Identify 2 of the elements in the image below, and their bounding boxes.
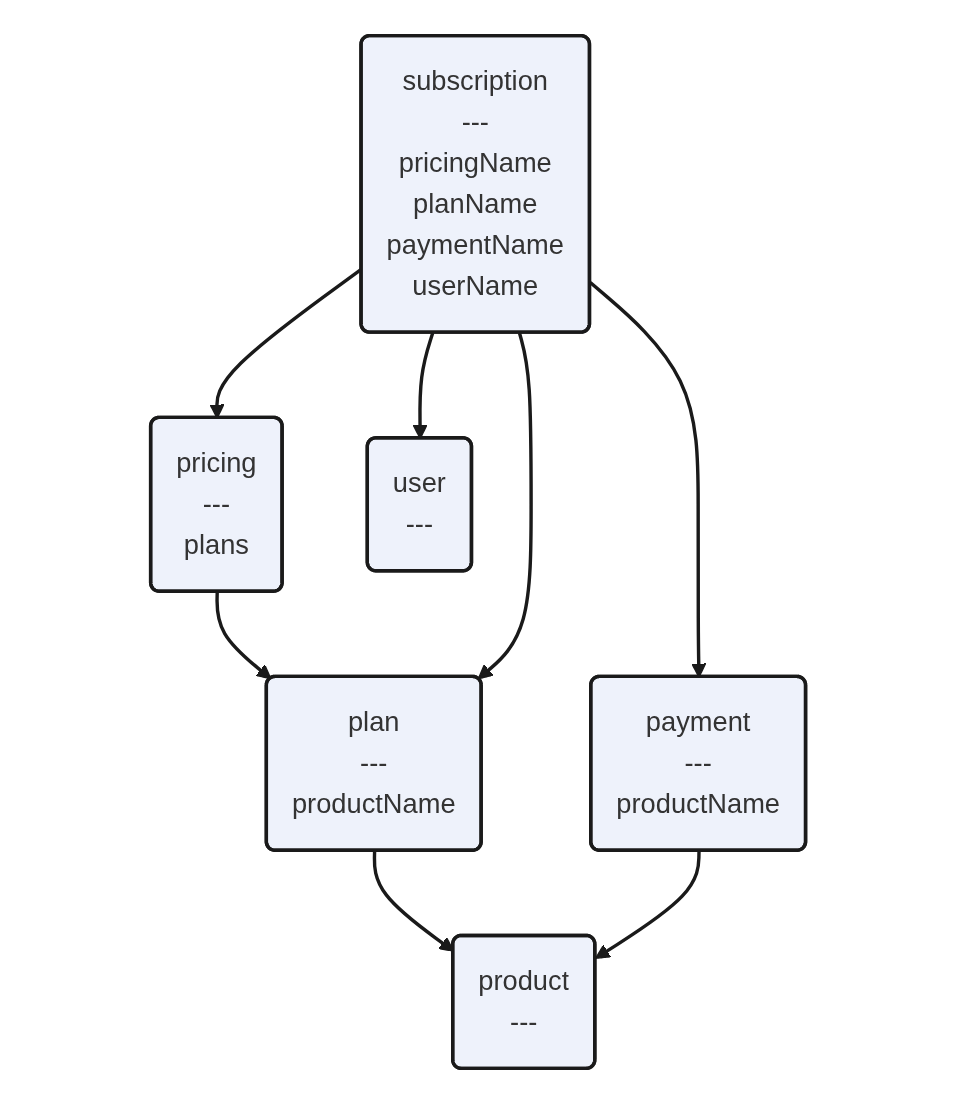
- arrow: [477, 332, 533, 679]
- arrow: [215, 591, 272, 679]
